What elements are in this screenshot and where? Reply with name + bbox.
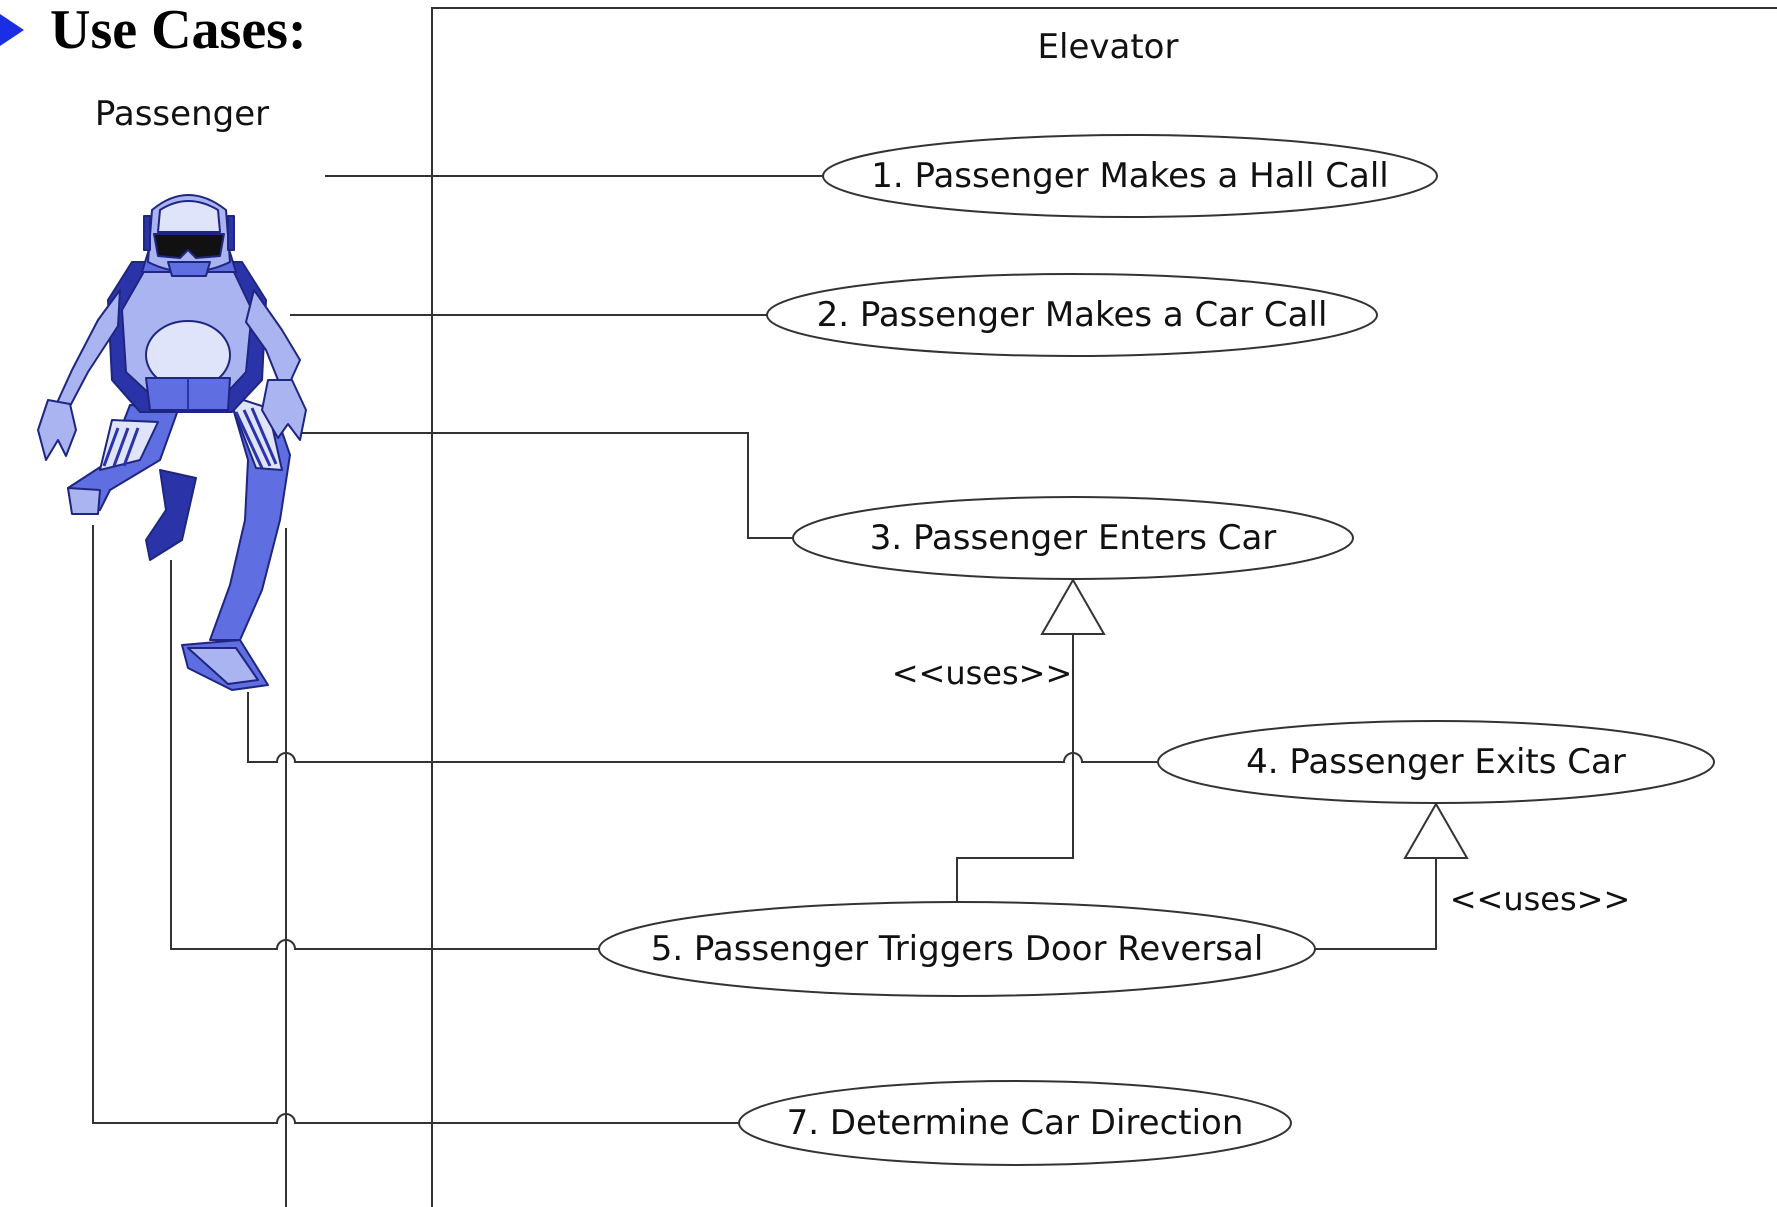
system-boundary <box>431 7 1777 1207</box>
use-case-3: 3. Passenger Enters Car <box>792 496 1354 580</box>
association-line-3 <box>298 432 793 539</box>
uses-arrowhead-4 <box>1403 801 1469 859</box>
arrow-bullet-icon <box>0 14 24 46</box>
use-case-label-2: 2. Passenger Makes a Car Call <box>817 295 1328 335</box>
uses-line-5-to-4 <box>1315 858 1437 950</box>
association-line-4 <box>247 692 1157 763</box>
use-case-1: 1. Passenger Makes a Hall Call <box>822 134 1438 218</box>
use-case-label-1: 1. Passenger Makes a Hall Call <box>871 156 1389 196</box>
robot-actor-icon <box>37 194 307 691</box>
use-case-2: 2. Passenger Makes a Car Call <box>766 273 1378 357</box>
use-case-label-5: 5. Passenger Triggers Door Reversal <box>651 929 1264 969</box>
uses-label-1: <<uses>> <box>892 654 1073 692</box>
use-case-7: 7. Determine Car Direction <box>738 1080 1292 1166</box>
use-case-label-7: 7. Determine Car Direction <box>787 1103 1244 1143</box>
system-label: Elevator <box>1038 27 1179 67</box>
uses-arrowhead-3 <box>1040 577 1106 635</box>
uses-relationships <box>956 634 1437 950</box>
use-case-label-3: 3. Passenger Enters Car <box>870 518 1277 558</box>
use-case-5: 5. Passenger Triggers Door Reversal <box>598 901 1316 997</box>
use-case-4: 4. Passenger Exits Car <box>1157 720 1715 804</box>
association-line-5 <box>170 560 599 950</box>
association-line-7 <box>92 525 739 1124</box>
slide-heading: Use Cases: <box>50 0 307 61</box>
uses-line-5-to-3 <box>956 634 1074 902</box>
use-case-label-4: 4. Passenger Exits Car <box>1246 742 1626 782</box>
association-lines <box>92 175 1157 1207</box>
actor-label: Passenger <box>95 94 269 134</box>
uses-label-2: <<uses>> <box>1450 880 1631 918</box>
